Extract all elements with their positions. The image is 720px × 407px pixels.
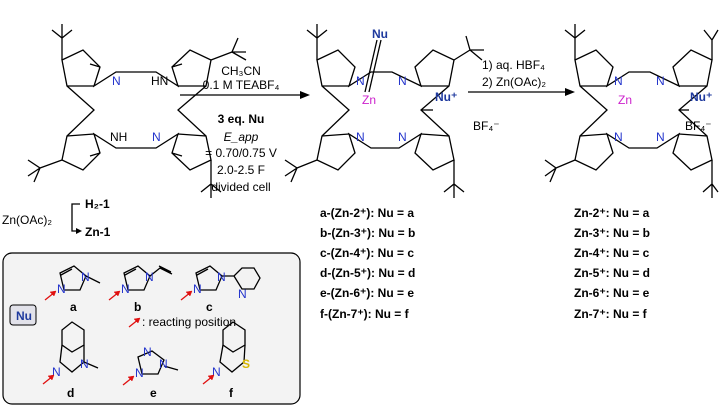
hn-label: HN (151, 74, 168, 88)
nu-box-label: Nu (16, 309, 32, 323)
n-label: N (152, 130, 161, 144)
arrowhead-icon (76, 228, 82, 234)
product-label: b-(Zn-3⁺): Nu = b (320, 226, 415, 240)
n-label: N (57, 282, 66, 296)
s-label: S (242, 357, 250, 371)
product-label: Zn-2⁺: Nu = a (574, 206, 650, 220)
n-label: N (112, 74, 121, 88)
bf4-label: BF₄⁻ (473, 119, 500, 133)
e-app-label: E_app (224, 130, 259, 144)
n-label: N (656, 74, 665, 88)
charge-label: 2.0-2.5 F (217, 163, 265, 177)
product-list-middle: a-(Zn-2⁺): Nu = a b-(Zn-3⁺): Nu = b c-(Z… (320, 206, 415, 321)
porphyrin-zn-nu-adduct: N N N N Zn Nu Nu⁺ BF₄⁻ (284, 24, 500, 198)
nh-label: NH (110, 130, 127, 144)
nucleophile-e: N N N e (122, 345, 179, 400)
nucleophile-b: N N b (108, 265, 173, 314)
nucleophile-f: N S f (202, 321, 250, 400)
nucleophile-a: N N a (44, 265, 101, 314)
product-label: Zn-6⁺: Nu = e (574, 286, 650, 300)
nu-axial-label: Nu (372, 27, 388, 41)
label-c: c (206, 300, 213, 314)
cell-label: divided cell (211, 180, 270, 194)
step2-metal-label: 2) Zn(OAc)₂ (482, 75, 546, 89)
product-label: f-(Zn-7⁺): Nu = f (320, 307, 410, 321)
n-label: N (145, 270, 154, 284)
n-label: N (143, 345, 152, 359)
zn-1-label: Zn-1 (85, 225, 111, 239)
electrolyte-label: 0.1 M TEABF₄ (203, 78, 280, 92)
n-label: N (159, 357, 168, 371)
n-label: N (52, 365, 61, 379)
n-label: N (398, 130, 407, 144)
product-label: Zn-7⁺: Nu = f (574, 307, 648, 321)
label-d: d (67, 386, 74, 400)
nucleophile-legend: Nu N N a N N b N N N c (2, 252, 301, 405)
zn-label: Zn (362, 93, 376, 107)
reaction-arrow-2: 1) aq. HBF₄ 2) Zn(OAc)₂ (468, 58, 575, 96)
nu-meso-label: Nu⁺ (435, 90, 457, 104)
n-label: N (398, 74, 407, 88)
potential-label: = 0.70/0.75 V (205, 146, 277, 160)
label-b: b (134, 300, 141, 314)
n-label: N (193, 282, 202, 296)
porphyrin-zn-product: N N N N Zn Nu⁺ BF₄⁻ (544, 24, 719, 198)
zn-label: Zn (618, 93, 632, 107)
reacting-position-label: : reacting position (142, 315, 236, 329)
label-e: e (150, 386, 157, 400)
product-list-right: Zn-2⁺: Nu = a Zn-3⁺: Nu = b Zn-4⁺: Nu = … (574, 206, 650, 321)
n-label: N (614, 74, 623, 88)
label-f: f (229, 386, 234, 400)
label-a: a (70, 300, 77, 314)
product-label: c-(Zn-4⁺): Nu = c (320, 246, 414, 260)
nu-meso-label: Nu⁺ (690, 90, 712, 104)
n-label: N (356, 74, 365, 88)
n-label: N (81, 270, 90, 284)
product-label: Zn-5⁺: Nu = d (574, 266, 650, 280)
nu-equiv-label: 3 eq. Nu (218, 112, 265, 126)
product-label: d-(Zn-5⁺): Nu = d (320, 266, 415, 280)
n-label: N (121, 282, 130, 296)
n-label: N (80, 357, 89, 371)
bf4-label: BF₄⁻ (685, 119, 712, 133)
n-label: N (238, 287, 247, 301)
nucleophile-d: N N d (42, 321, 99, 400)
n-label: N (656, 130, 665, 144)
n-label: N (135, 366, 144, 380)
product-label: Zn-3⁺: Nu = b (574, 226, 650, 240)
zn-oac-label: Zn(OAc)₂ (2, 213, 52, 227)
h2-1-label: H₂-1 (85, 197, 110, 211)
product-label: a-(Zn-2⁺): Nu = a (320, 206, 414, 220)
n-label: N (356, 130, 365, 144)
reaction-arrow-1: CH₃CN 0.1 M TEABF₄ 3 eq. Nu E_app = 0.70… (180, 64, 310, 194)
nucleophile-c: N N N c (180, 265, 261, 314)
product-label: Zn-4⁺: Nu = c (574, 246, 650, 260)
porphyrin-h2-1: N HN NH N (27, 24, 247, 198)
n-label: N (614, 130, 623, 144)
product-label: e-(Zn-6⁺): Nu = e (320, 286, 414, 300)
step2-acid-label: 1) aq. HBF₄ (482, 58, 545, 72)
zn-insertion: H₂-1 Zn-1 Zn(OAc)₂ (2, 197, 111, 239)
n-label: N (217, 270, 226, 284)
n-label: N (212, 365, 221, 379)
solvent-label: CH₃CN (221, 64, 261, 78)
